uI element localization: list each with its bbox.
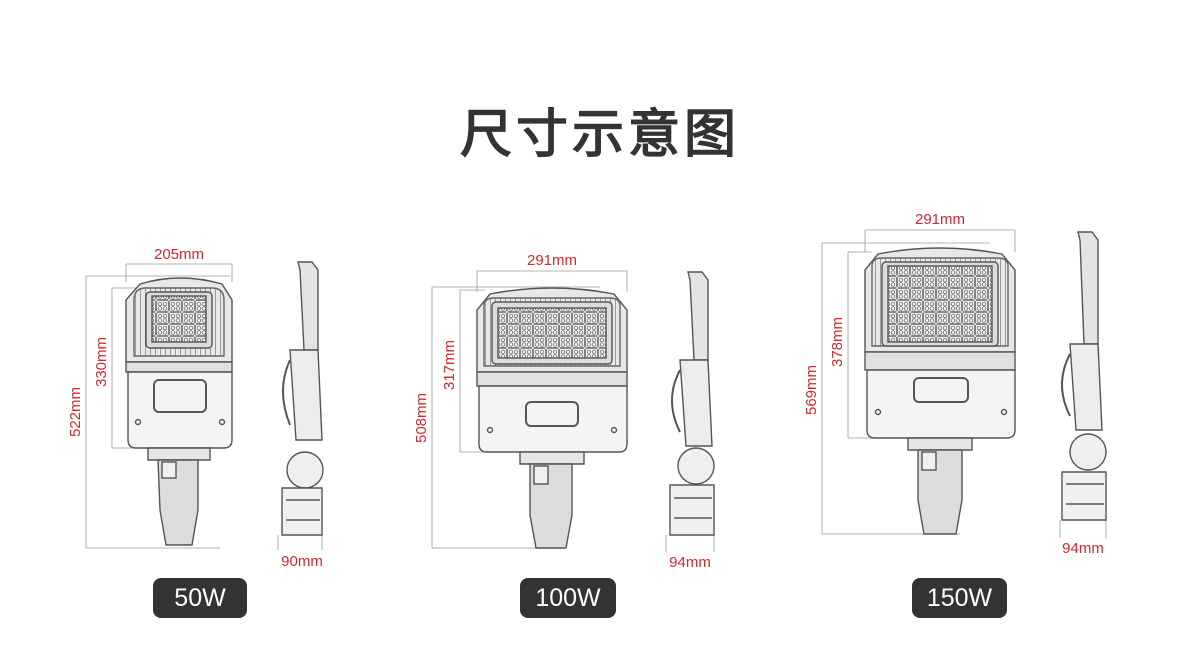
depth-label-100w: 94mm (669, 554, 711, 571)
total-height-label-150w: 569mm (803, 365, 820, 415)
width-label-100w: 291mm (527, 252, 577, 269)
lamp-150w-side-view (1059, 231, 1107, 538)
total-height-label-100w: 508mm (413, 393, 430, 443)
width-label-50w: 205mm (154, 246, 204, 263)
head-height-label-150w: 378mm (829, 317, 846, 367)
head-height-label-100w: 317mm (441, 340, 458, 390)
power-badge-100w: 100W (520, 578, 616, 618)
power-badge-50w: 50W (153, 578, 247, 618)
page-title: 尺寸示意图 (459, 105, 740, 165)
total-height-label-50w: 522mm (67, 387, 84, 437)
depth-label-50w: 90mm (281, 553, 323, 570)
width-label-150w: 291mm (915, 211, 965, 228)
lamp-100w-front-view (431, 270, 628, 549)
lamp-50w-side-view (277, 261, 324, 550)
depth-label-150w: 94mm (1062, 540, 1104, 557)
lamp-100w-side-view (665, 271, 715, 552)
head-height-label-50w: 330mm (93, 337, 110, 387)
power-badge-150w: 150W (912, 578, 1007, 618)
lamp-50w-front-view (85, 263, 233, 549)
lamp-150w-front-view (821, 229, 1016, 535)
